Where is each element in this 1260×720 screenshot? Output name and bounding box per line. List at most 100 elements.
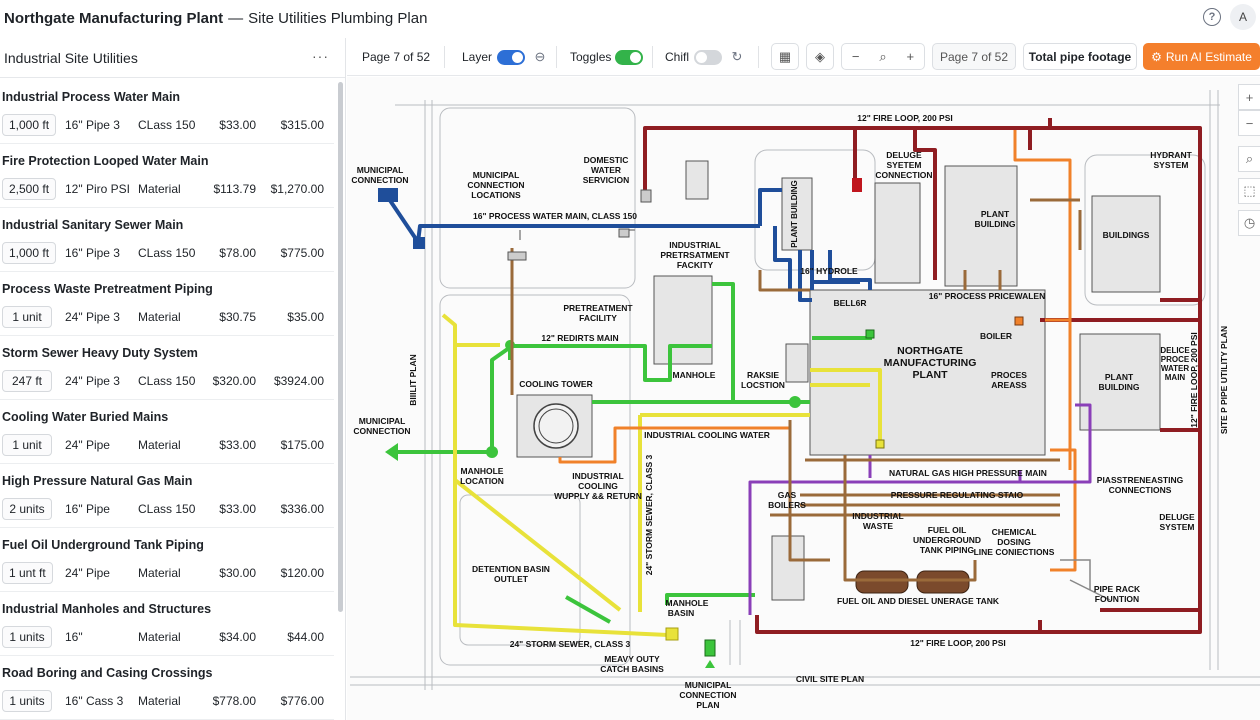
line-item[interactable]: Industrial Sanitary Sewer Main1,000 ft16… [0,208,334,272]
layers-icon: ◈ [815,49,825,65]
toggles-toggle[interactable] [615,50,643,65]
toolbar-divider [652,46,653,68]
zoom-controls: − ⌕ + [841,43,925,70]
unit-cost: $34.00 [219,630,256,644]
zoom-out-button[interactable]: − [852,49,860,64]
line-item-name: Process Waste Pretreatment Piping [2,282,213,296]
label-plant-building-a-2: BUILDING [974,219,1015,229]
material-class: CLass 150 [138,246,195,260]
sidebar: Industrial Site Utilities ··· Industrial… [0,38,346,720]
zoom-in-button[interactable]: + [906,49,914,64]
chief-label: Chifl [665,50,689,64]
chief-toggle[interactable] [694,50,722,65]
quantity-field[interactable]: 2 units [2,498,52,520]
refresh-icon[interactable]: ↻ [729,49,745,65]
line-item[interactable]: Process Waste Pretreatment Piping1 unit2… [0,272,334,336]
label-municipal-connection-tl: MUNICIPAL [357,165,404,175]
deluge-valve [852,178,862,192]
sidebar-scrollbar[interactable] [336,80,344,720]
line-item[interactable]: Fire Protection Looped Water Main2,500 f… [0,144,334,208]
help-icon[interactable]: ? [1203,8,1221,26]
layers-button[interactable]: ◈ [806,43,834,70]
line-total: $315.00 [281,118,324,132]
label-hydrant-system-2: SYSTEM [1154,160,1189,170]
label-ind-waste-2: WASTE [863,521,894,531]
avatar[interactable]: A [1230,4,1256,30]
line-item[interactable]: Road Boring and Casing Crossings1 units1… [0,656,334,720]
line-item[interactable]: High Pressure Natural Gas Main2 units16"… [0,464,334,528]
domestic-water-box [686,161,708,199]
label-hydrole: 16" HYDROLE [800,266,858,276]
minus-circle-icon[interactable]: ⊖ [532,49,548,65]
line-item[interactable]: Fuel Oil Underground Tank Piping1 unt ft… [0,528,334,592]
run-ai-estimate-label: Run AI Estimate [1166,50,1252,64]
scrollbar-thumb[interactable] [338,82,343,612]
line-item[interactable]: Storm Sewer Heavy Duty System247 ft24" P… [0,336,334,400]
unit-cost: $113.79 [214,182,257,196]
label-fire-loop-top: 12" FIRE LOOP, 200 PSI [857,113,953,123]
line-item[interactable]: Industrial Process Water Main1,000 ft16"… [0,80,334,144]
unit-cost: $33.00 [219,118,256,132]
label-ind-cooling-3: WUPPLY && RETURN [554,491,642,501]
layer-label: Layer [462,50,492,64]
label-pipe-rack-1: PIPE RACK [1094,584,1141,594]
total-pipe-footage-button[interactable]: Total pipe footage [1023,43,1137,70]
magnify-icon[interactable]: ⌕ [1238,146,1260,172]
label-gas-high-pressure: NATURAL GAS HIGH PRESSURE MAIN [889,468,1047,478]
run-ai-estimate-button[interactable]: ⚙ Run AI Estimate [1143,43,1260,70]
label-municipal-bottom-3: PLAN [696,700,719,710]
line-total: $775.00 [281,246,324,260]
label-heavy-duty-2: CATCH BASINS [600,664,664,674]
document-title: Site Utilities Plumbing Plan [248,10,427,27]
label-domestic-3: SERVICION [583,175,630,185]
quantity-field[interactable]: 247 ft [2,370,52,392]
material-class: Material [138,438,181,452]
line-total: $1,270.00 [271,182,324,196]
label-northgate-2: MANUFACTURING [884,357,977,369]
toggles-label: Toggles [570,50,611,64]
material-class: Material [138,566,181,580]
quantity-field[interactable]: 1 units [2,690,52,712]
zoom-out-icon[interactable]: − [1238,110,1260,136]
quantity-field[interactable]: 1 units [2,626,52,648]
tag-icon[interactable]: ◷ [1238,210,1260,236]
label-delice-2: PROCE [1161,355,1190,364]
grid-view-button[interactable]: ▦ [771,43,799,70]
line-item-name: High Pressure Natural Gas Main [2,474,192,488]
label-domestic-1: DOMESTIC [584,155,629,165]
label-fuel-tank: FUEL OIL AND DIESEL UNERAGE TANK [837,596,1000,606]
label-manhole-basin-2: BASIN [668,608,694,618]
quantity-field[interactable]: 1 unit [2,434,52,456]
grid-icon: ▦ [779,49,791,65]
quantity-field[interactable]: 1,000 ft [2,114,56,136]
unit-cost: $30.00 [219,566,256,580]
material-class: Material [138,310,181,324]
line-item[interactable]: Cooling Water Buried Mains1 unit24" Pipe… [0,400,334,464]
zoom-search-icon[interactable]: ⌕ [879,49,886,65]
quantity-field[interactable]: 2,500 ft [2,178,56,200]
label-ind-cooling-1: INDUSTRIAL [572,471,623,481]
label-pias-1: PIASSTRENEASTING [1097,475,1184,485]
municipal-arrow-left [385,443,398,461]
quantity-field[interactable]: 1,000 ft [2,242,56,264]
line-item[interactable]: Industrial Manholes and Structures1 unit… [0,592,334,656]
more-options-icon[interactable]: ··· [312,48,329,64]
title-bar: Northgate Manufacturing Plant — Site Uti… [0,0,1260,36]
label-mun-locations-1: MUNICIPAL [473,170,520,180]
page-selector[interactable]: Page 7 of 52 [932,43,1016,70]
label-detention-2: OUTLET [494,574,529,584]
label-fire-loop-right: 12" FIRE LOOP, 200 PSI [1189,332,1199,428]
label-deluge-3: CONNECTION [875,170,932,180]
zoom-in-icon[interactable]: + [1238,84,1260,110]
layer-toggle[interactable] [497,50,525,65]
label-plant-building-vertical: PLANT BUILDING [790,180,799,248]
project-title: Northgate Manufacturing Plant [4,10,223,27]
label-plant-building-a-1: PLANT [981,209,1010,219]
label-gas-boilers-1: GAS [778,490,797,500]
quantity-field[interactable]: 1 unt ft [2,562,53,584]
quantity-field[interactable]: 1 unit [2,306,52,328]
label-ind-pretreat-2: PRETRSATMENT [660,250,730,260]
select-tool-icon[interactable]: ⬚ [1238,178,1260,204]
plumbing-plan-canvas[interactable]: 12" FIRE LOOP, 200 PSI 12" FIRE LOOP, 20… [347,77,1260,720]
material-class: Material [138,630,181,644]
